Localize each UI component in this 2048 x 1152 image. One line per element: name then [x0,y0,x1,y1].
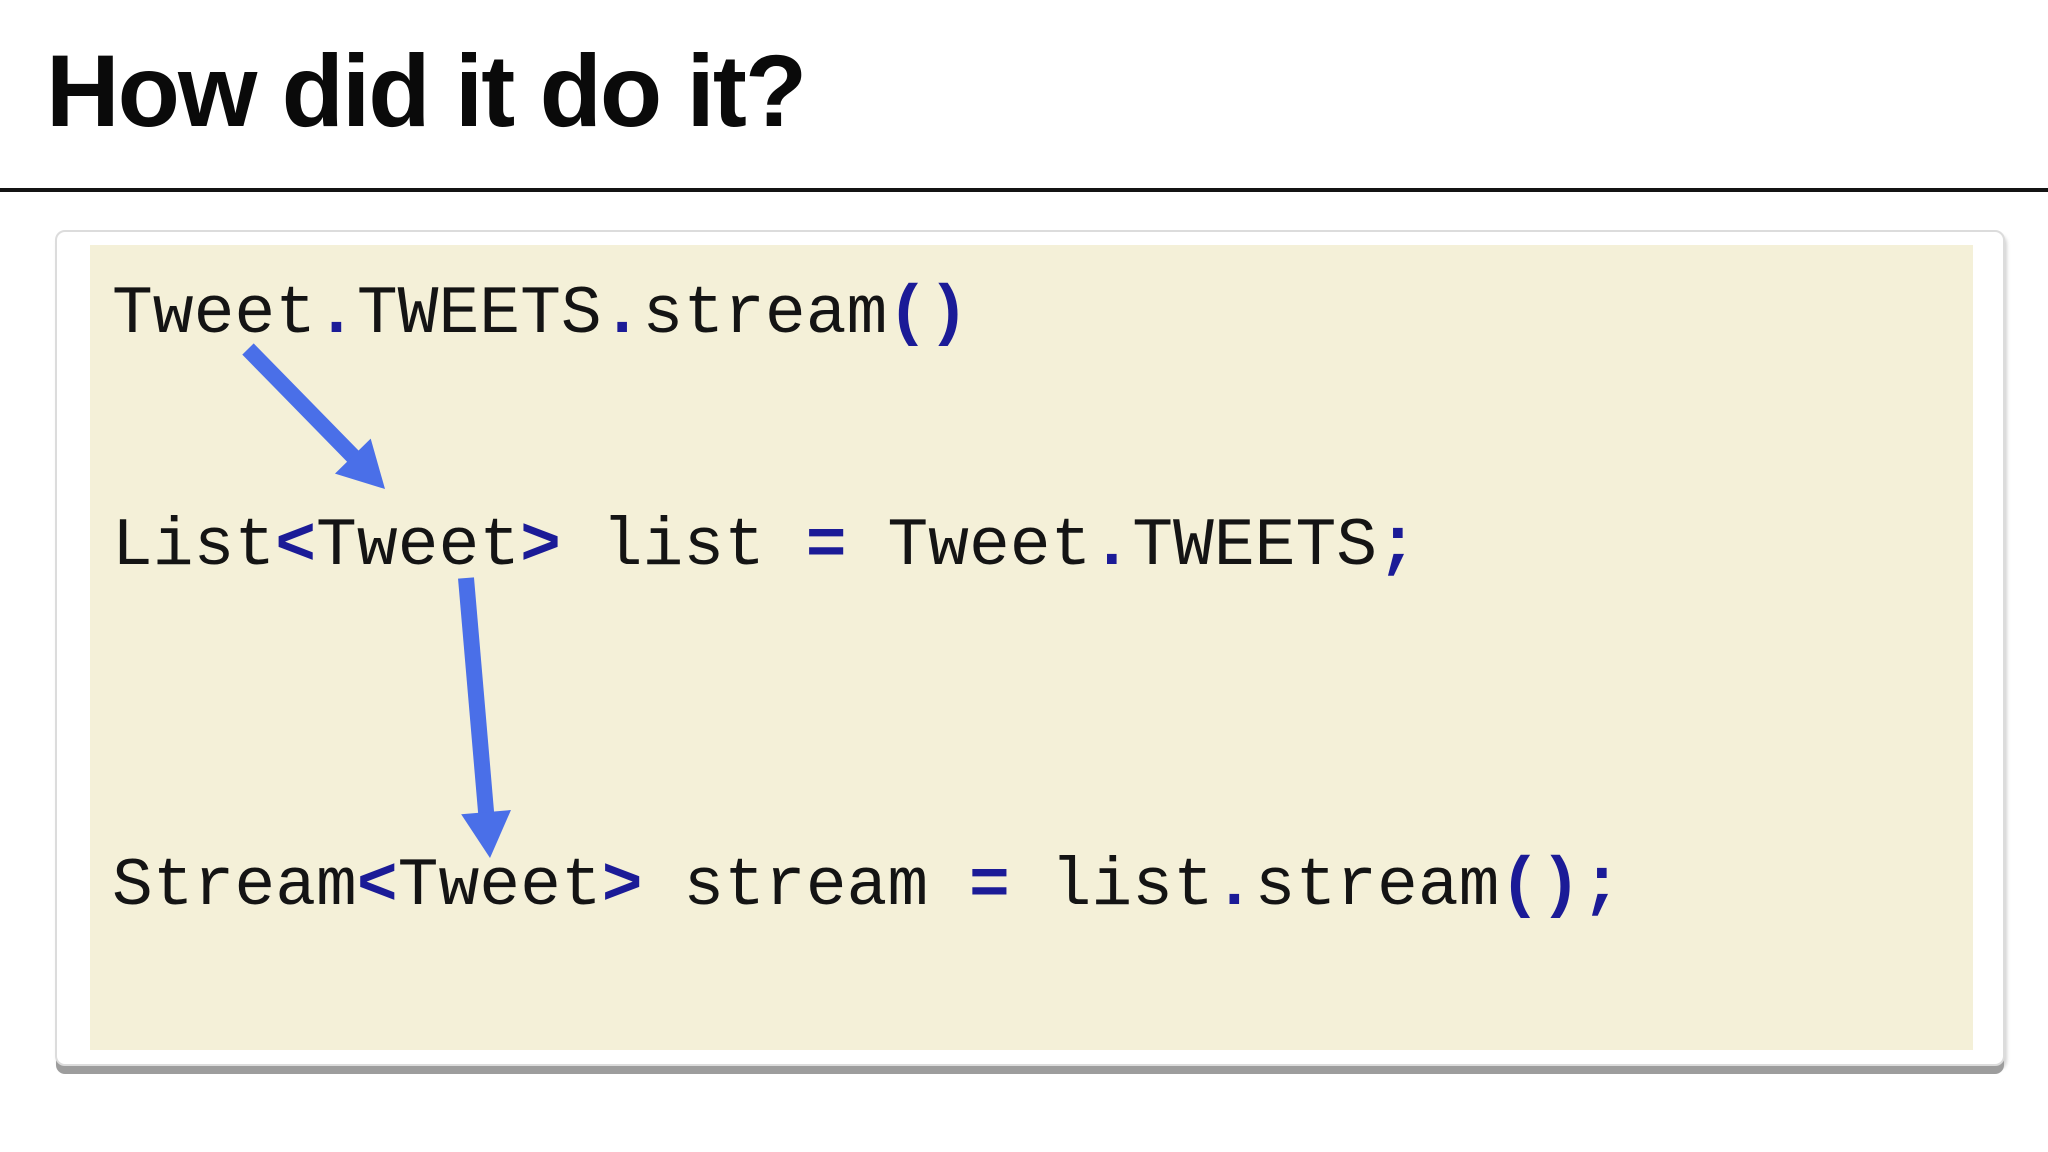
code-panel-background [90,245,1973,1050]
title-divider [0,188,2048,192]
code-card [55,230,2005,1066]
page-title: How did it do it? [46,34,807,148]
